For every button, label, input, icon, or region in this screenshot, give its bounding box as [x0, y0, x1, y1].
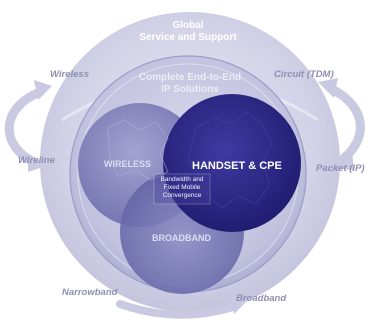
- right-arrowhead-bottom: [332, 150, 354, 170]
- packet-ip-label: Packet (IP): [316, 163, 365, 174]
- wireless-edge-label: Wireless: [50, 69, 89, 80]
- circuit-tdm-label: Circuit (TDM): [274, 69, 334, 80]
- global-service-title-line2: Service and Support: [139, 31, 237, 43]
- global-service-title-line1: Global: [172, 20, 204, 31]
- left-arrowhead-top: [34, 80, 52, 100]
- right-arrowhead-top: [318, 78, 338, 98]
- bottom-arrowhead: [230, 296, 248, 314]
- left-arrow: [4, 87, 45, 167]
- ip-solutions-title-line1: Complete End-to-End: [138, 72, 242, 83]
- handset-circle: [163, 94, 301, 232]
- ip-solutions-title: Complete End-to-End IP Solutions: [100, 72, 280, 95]
- convergence-line2: Fixed Mobile: [163, 184, 201, 192]
- wireline-edge-label: Wireline: [18, 155, 55, 166]
- left-arrowhead-bottom: [28, 154, 46, 172]
- wireless-circle-label: WIRELESS: [104, 159, 152, 169]
- convergence-line1: Bandwidth and: [160, 176, 204, 183]
- convergence-line3: Convergence: [162, 192, 202, 200]
- wireless-map-texture: [107, 119, 169, 181]
- handset-circle-label: HANDSET & CPE: [192, 160, 282, 172]
- broadband-edge-label: Broadband: [236, 293, 287, 304]
- convergence-box: [153, 173, 211, 205]
- ip-solutions-title-line2: IP Solutions: [161, 83, 219, 95]
- bottom-arrow: [116, 300, 240, 319]
- global-service-title: Global Service and Support: [0, 20, 376, 43]
- handset-map-texture: [187, 111, 273, 209]
- broadband-circle-label: BROADBAND: [152, 233, 211, 243]
- convergence-text: Bandwidth and Fixed Mobile Convergence: [150, 176, 214, 200]
- narrowband-label: Narrowband: [62, 287, 118, 298]
